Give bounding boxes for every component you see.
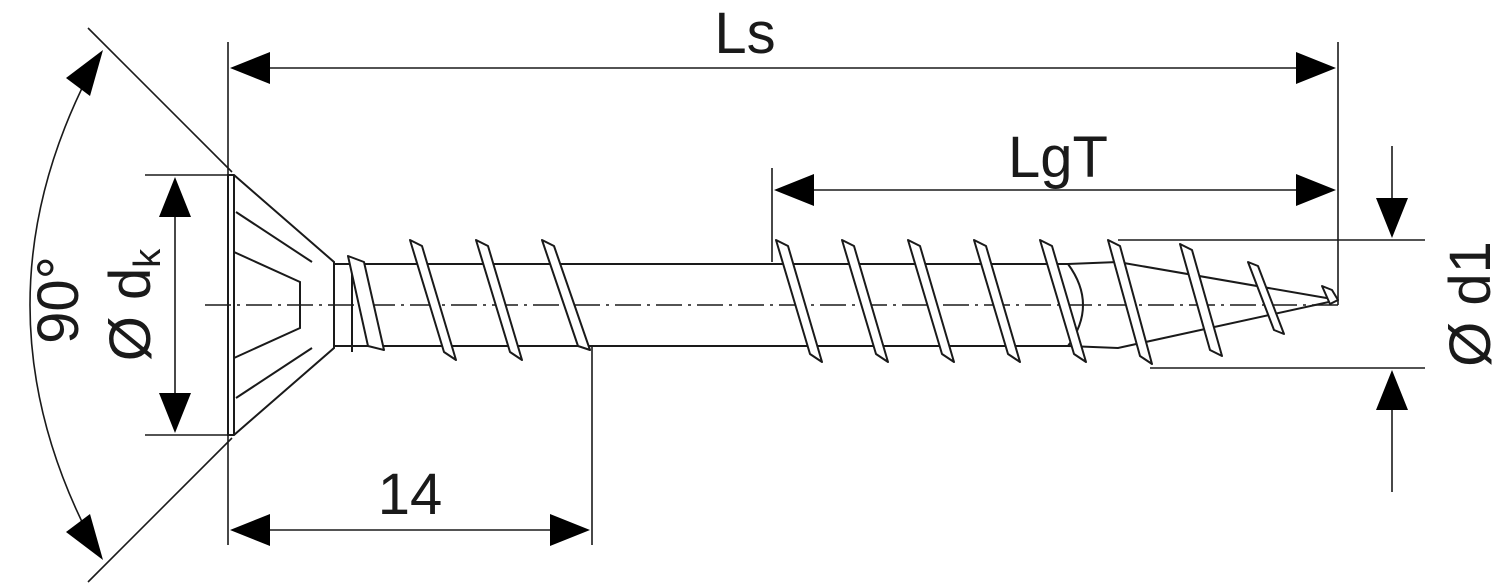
arrowhead <box>230 514 270 546</box>
arrowhead <box>159 177 191 217</box>
screw <box>205 174 1340 436</box>
dimension-ls: Ls <box>230 1 1336 84</box>
thread-flight <box>475 239 523 361</box>
arrowhead <box>66 514 103 560</box>
dimension-d1: Ø d1 <box>1376 146 1500 492</box>
thread-flight <box>1039 239 1087 363</box>
thread-flight <box>1107 239 1153 365</box>
thread-flight <box>1247 261 1285 335</box>
thread-flight <box>841 239 889 363</box>
angle-label: 90° <box>26 256 91 344</box>
dimension-label-dk: Ø dk <box>98 248 169 362</box>
dimension-label-lgt: LgT <box>1008 125 1108 190</box>
dimension-label-14: 14 <box>378 462 443 527</box>
thread-flight <box>973 239 1021 363</box>
dimension-label-d1: Ø d1 <box>1438 241 1500 367</box>
arrowhead <box>1296 174 1336 206</box>
thread-flight <box>541 239 591 351</box>
dimension-label-ls: Ls <box>714 1 775 66</box>
angle-arc <box>29 75 89 535</box>
arrowhead <box>774 174 814 206</box>
dk-subscript: k <box>127 248 169 268</box>
arrowhead <box>66 50 103 96</box>
arrowhead <box>550 514 590 546</box>
arrowhead <box>159 393 191 433</box>
dimension-14: 14 <box>230 462 590 546</box>
arrowhead <box>1376 198 1408 238</box>
thread-flight <box>775 239 823 363</box>
angle-leg-upper <box>87 27 233 173</box>
dimension-lgt: LgT <box>774 125 1336 206</box>
arrowhead <box>230 52 270 84</box>
angle-90: 90° <box>26 27 233 583</box>
angle-leg-lower <box>87 437 233 583</box>
thread-flight <box>907 239 955 363</box>
thread-flight <box>1179 243 1223 357</box>
dimension-dk: Ø dk <box>98 177 191 433</box>
dk-symbol: Ø d <box>98 268 163 362</box>
arrowhead <box>1296 52 1336 84</box>
thread-flight <box>347 255 385 351</box>
thread-flight <box>409 239 457 361</box>
thread-flight <box>1321 285 1339 305</box>
arrowhead <box>1376 370 1408 410</box>
